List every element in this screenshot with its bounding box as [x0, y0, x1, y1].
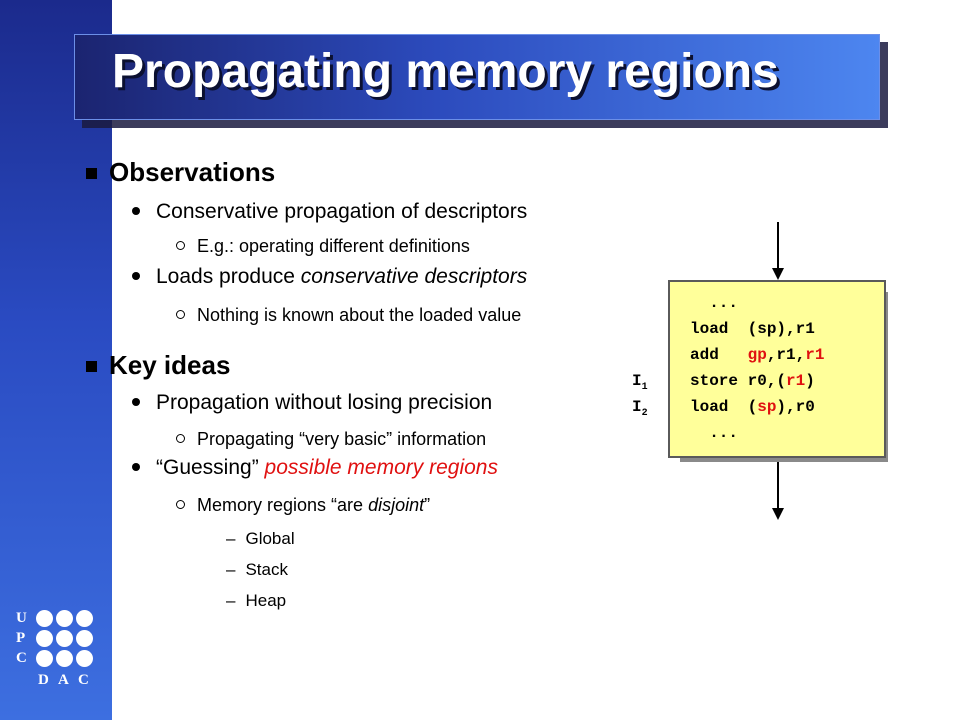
logo-dot: [56, 610, 73, 627]
key-ideas-item-1: Propagation without losing precision: [132, 391, 492, 415]
circle-bullet-icon: [176, 310, 185, 319]
logo-dot: [76, 650, 93, 667]
code-line-2: add gp,r1,r1: [690, 346, 825, 364]
arrow-down-icon: [772, 268, 784, 280]
observations-item-1-sub: E.g.: operating different definitions: [176, 236, 470, 257]
dash-bullet: –: [226, 529, 236, 548]
logo-letter-c2: C: [78, 672, 89, 688]
logo-dot: [36, 650, 53, 667]
logo-dot: [36, 630, 53, 647]
key-ideas-item-2: “Guessing” possible memory regions: [132, 456, 498, 480]
title-banner: [74, 34, 880, 120]
logo-dot: [76, 630, 93, 647]
disc-bullet-icon: [132, 398, 140, 406]
circle-bullet-icon: [176, 241, 185, 250]
observations-item-1: Conservative propagation of descriptors: [132, 200, 527, 224]
logo-dot: [36, 610, 53, 627]
code-line-0: ...: [690, 294, 739, 312]
disc-bullet-icon: [132, 207, 140, 215]
key-ideas-item-1-sub: Propagating “very basic” information: [176, 429, 486, 450]
circle-bullet-icon: [176, 434, 185, 443]
code-line-3: store r0,(r1): [690, 372, 815, 390]
region-global: –Global: [226, 529, 295, 548]
logo-dot: [56, 650, 73, 667]
region-stack: –Stack: [226, 560, 288, 579]
code-line-4: load (sp),r0: [690, 398, 815, 416]
logo-letter-a: A: [58, 672, 69, 688]
logo-dot: [76, 610, 93, 627]
logo-dot: [56, 630, 73, 647]
key-ideas-item-2-sub: Memory regions “are disjoint”: [176, 495, 430, 516]
square-bullet-icon: [86, 168, 97, 179]
key-ideas-heading: Key ideas: [86, 350, 230, 381]
circle-bullet-icon: [176, 500, 185, 509]
code-line-1: load (sp),r1: [690, 320, 815, 338]
logo-letter-d: D: [38, 672, 49, 688]
square-bullet-icon: [86, 361, 97, 372]
logo-letter-c: C: [16, 650, 27, 666]
instruction-label-i1: I1: [632, 372, 648, 394]
code-line-5: ...: [690, 424, 739, 442]
dash-bullet: –: [226, 560, 236, 579]
logo-letter-p: P: [16, 630, 26, 646]
logo-letter-u: U: [16, 610, 27, 626]
observations-item-2: Loads produce conservative descriptors: [132, 265, 527, 289]
arrow-down-icon: [772, 508, 784, 520]
instruction-label-i2: I2: [632, 398, 648, 420]
code-block: [668, 280, 886, 458]
observations-item-2-sub: Nothing is known about the loaded value: [176, 305, 521, 326]
disc-bullet-icon: [132, 272, 140, 280]
flow-arrows: [772, 222, 784, 520]
slide-title: Propagating memory regions: [112, 45, 779, 98]
observations-heading: Observations: [86, 157, 275, 188]
region-heap: –Heap: [226, 591, 287, 610]
dash-bullet: –: [226, 591, 236, 610]
disc-bullet-icon: [132, 463, 140, 471]
